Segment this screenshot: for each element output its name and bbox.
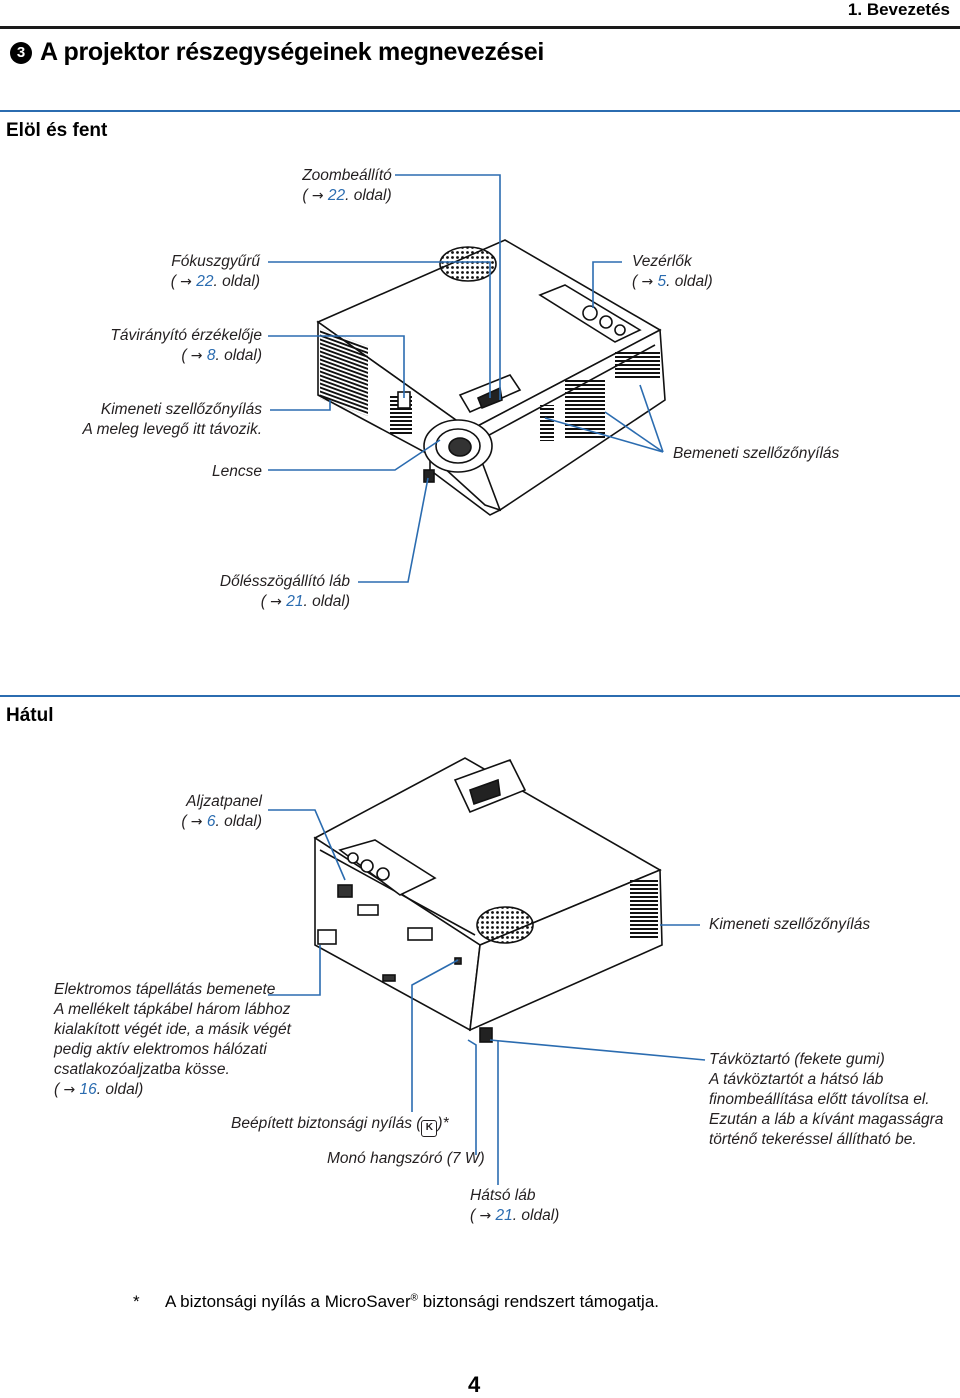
title-number-badge: 3 xyxy=(10,41,32,64)
label-rear-foot: Hátsó láb ( → 21. oldal) xyxy=(470,1187,560,1224)
label-power-input: Elektromos tápellátás bemenete A melléke… xyxy=(54,981,291,1098)
label-lens: Lencse xyxy=(212,463,262,480)
header-rule xyxy=(0,26,960,29)
label-controls: Vezérlők ( → 5. oldal) xyxy=(632,253,713,290)
page-title: 3 A projektor részegységeinek megnevezés… xyxy=(10,38,544,67)
rear-leader-lines xyxy=(268,809,706,1185)
label-focus: Fókuszgyűrű ( → 22. oldal) xyxy=(170,253,260,290)
rear-projector-image xyxy=(313,757,663,1043)
label-intake-vent: Bemeneti szellőzőnyílás xyxy=(673,445,840,462)
label-security-slot: Beépített biztonsági nyílás (K)* xyxy=(231,1114,449,1137)
label-exhaust-vent-front: Kimeneti szellőzőnyílás A meleg levegő i… xyxy=(82,401,262,438)
section-rule-front xyxy=(0,110,960,112)
section-rule-rear xyxy=(0,695,960,697)
lock-icon: K xyxy=(421,1120,438,1137)
label-zoom: Zoombeállító ( → 22. oldal) xyxy=(302,167,392,204)
page-number: 4 xyxy=(468,1372,481,1397)
chapter-label: 1. Bevezetés xyxy=(847,0,950,19)
label-speaker: Monó hangszóró (7 W) xyxy=(327,1150,485,1167)
section-heading-rear: Hátul xyxy=(6,705,54,726)
section-heading-front: Elöl és fent xyxy=(6,120,108,141)
title-text: A projektor részegységeinek megnevezései xyxy=(40,38,544,66)
front-projector-image xyxy=(316,239,666,516)
label-terminal-panel: Aljzatpanel ( → 6. oldal) xyxy=(181,793,262,830)
front-leader-lines xyxy=(268,174,664,583)
label-foot-spacer: Távköztartó (fekete gumi) A távköztartót… xyxy=(709,1051,944,1148)
footnote: *A biztonsági nyílás a MicroSaver® bizto… xyxy=(133,1292,660,1311)
label-exhaust-vent-rear: Kimeneti szellőzőnyílás xyxy=(709,916,871,933)
label-tilt-foot: Dőlésszögállító láb ( → 21. oldal) xyxy=(219,573,350,610)
label-remote-sensor: Távirányító érzékelője ( → 8. oldal) xyxy=(110,327,262,364)
